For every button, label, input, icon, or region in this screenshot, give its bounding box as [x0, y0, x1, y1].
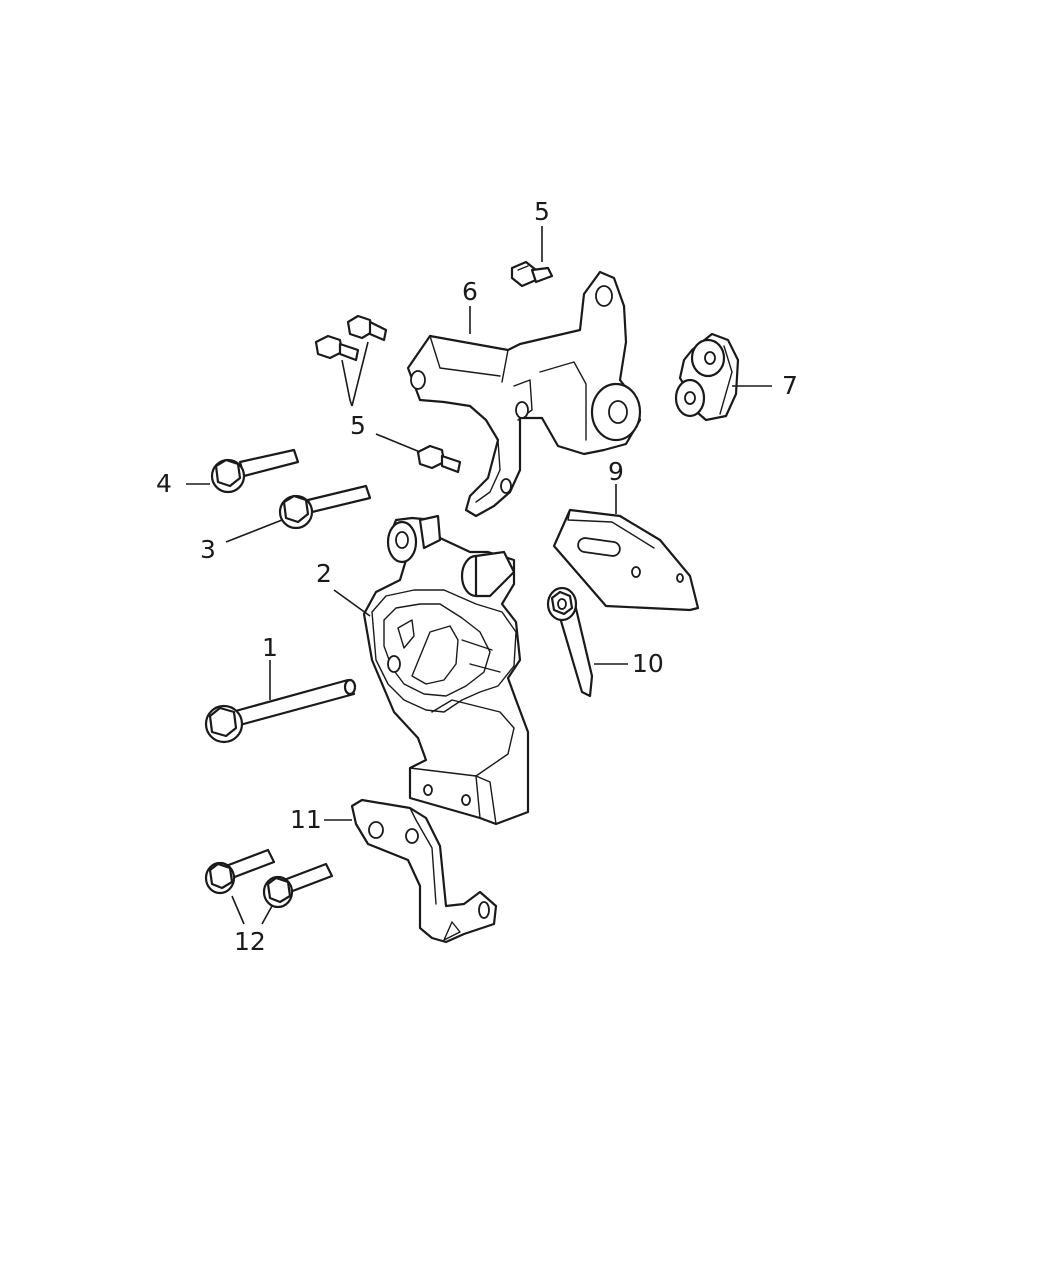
flange-bolt-icon	[278, 484, 372, 530]
flange-bolt-icon	[262, 862, 334, 909]
bracket-icon	[552, 508, 700, 612]
callout-5-middle: 5	[350, 411, 366, 440]
callout-2: 2	[316, 559, 332, 588]
flange-bolt-icon	[204, 848, 276, 895]
callout-6: 6	[462, 277, 478, 306]
bushing-icon	[674, 332, 740, 422]
bracket-icon	[350, 798, 498, 944]
callout-12: 12	[234, 927, 266, 956]
callout-3: 3	[200, 535, 216, 564]
callout-4: 4	[156, 469, 172, 498]
nut-retainer-icon	[546, 586, 594, 698]
stud-bolt-icon	[346, 314, 388, 342]
stud-bolt-icon	[510, 260, 554, 288]
long-flange-bolt-icon	[204, 678, 357, 744]
callout-1: 1	[262, 633, 278, 662]
mount-bracket-icon	[406, 270, 642, 518]
callout-5-top: 5	[534, 197, 550, 226]
transmission-mount-icon	[362, 514, 530, 826]
leader-lines	[186, 226, 772, 925]
callout-7: 7	[782, 371, 798, 400]
callout-9: 9	[608, 457, 624, 486]
callout-10: 10	[632, 649, 664, 678]
flange-bolt-icon	[210, 448, 300, 494]
callout-11: 11	[290, 805, 322, 834]
stud-bolt-icon	[416, 444, 462, 474]
stud-bolt-icon	[314, 334, 360, 362]
